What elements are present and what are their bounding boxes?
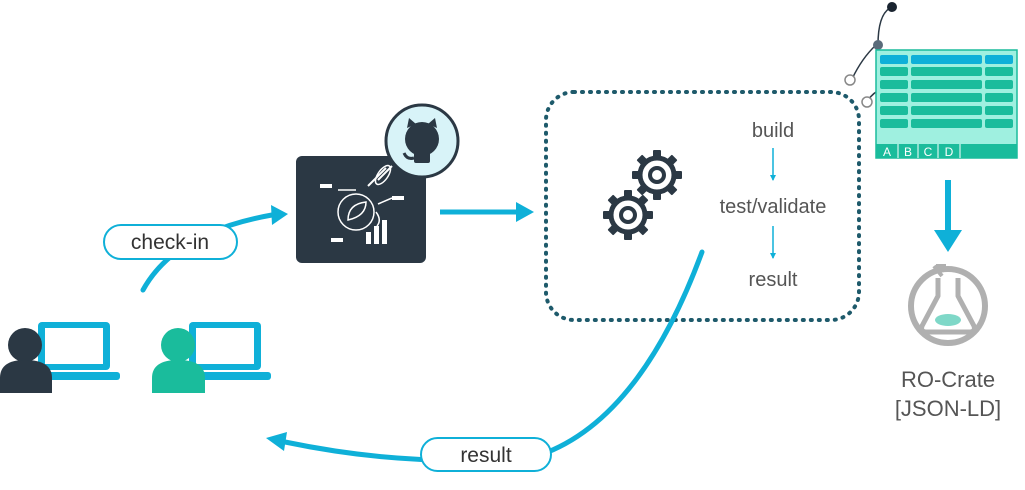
checkin-pill: check-in: [103, 224, 238, 260]
gear-icon: [603, 190, 653, 240]
github-icon: [384, 103, 460, 179]
step-test-validate: test/validate: [720, 196, 827, 218]
table-icon: A B C D: [844, 2, 1018, 159]
step-result: result: [749, 269, 798, 291]
table-col-d: D: [945, 145, 954, 159]
laptop-icon: [179, 322, 271, 380]
result-pill: result: [420, 437, 552, 472]
green-user-laptop: [152, 322, 271, 393]
ci-box: [544, 90, 861, 322]
result-return-label: result: [460, 444, 512, 467]
ro-crate-format-label: [JSON-LD]: [895, 396, 1001, 421]
checkin-label: check-in: [131, 231, 209, 254]
step-build: build: [752, 120, 794, 142]
ro-crate-label: RO-Crate: [901, 367, 995, 392]
user-icon: [0, 328, 52, 393]
dark-user-laptop: [0, 322, 120, 393]
workflow-hub-box: [296, 156, 426, 263]
user-icon: [152, 328, 205, 393]
arrow-icon: [282, 249, 705, 463]
table-col-c: C: [924, 145, 933, 159]
workflow-icon: [320, 164, 404, 244]
table-col-b: B: [904, 145, 912, 159]
arrow-icon: [271, 205, 288, 225]
gear-icon: [632, 150, 682, 200]
table-col-a: A: [883, 145, 891, 159]
arrow-icon: [516, 202, 534, 222]
arrow-icon: [934, 230, 962, 252]
ro-crate-icon: [908, 264, 988, 346]
arrow-icon: [266, 432, 287, 451]
